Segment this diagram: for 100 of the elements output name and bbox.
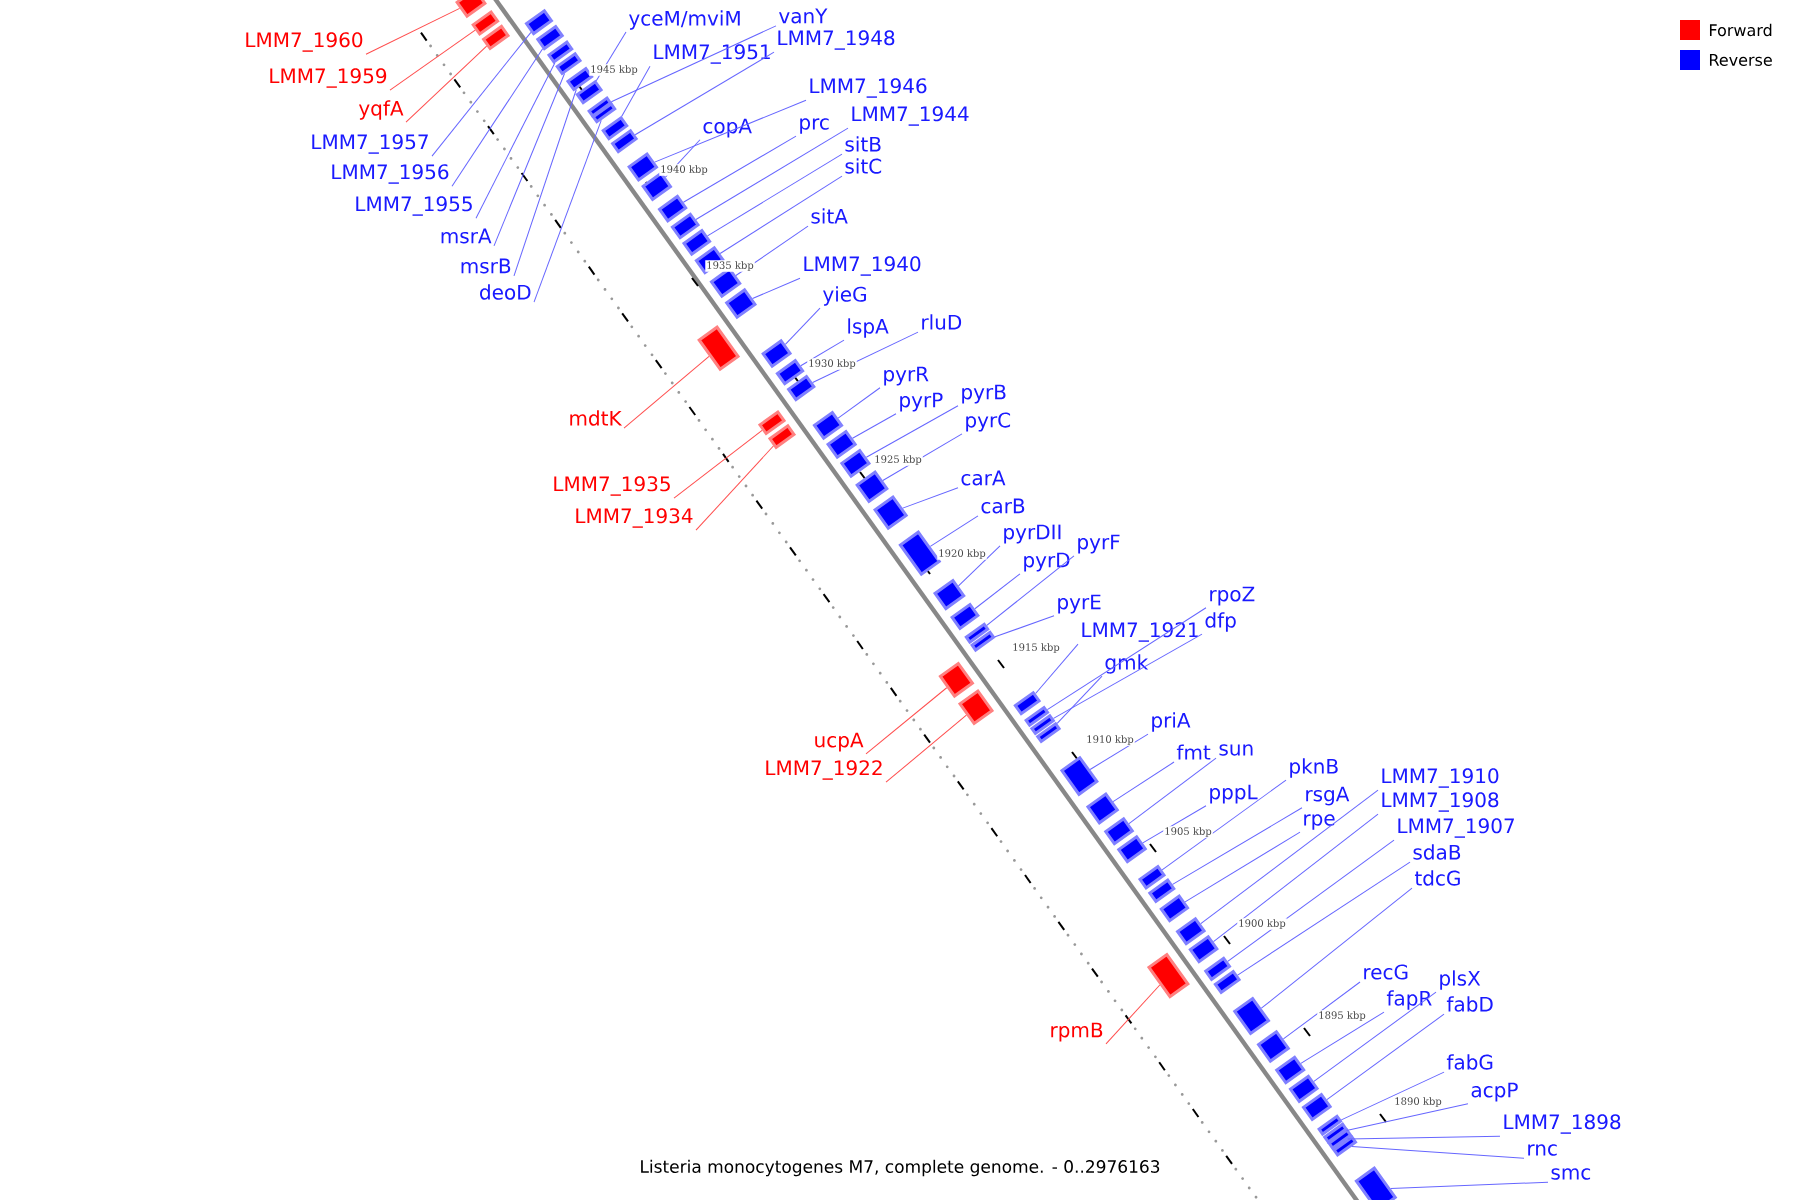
leader-line <box>365 7 461 55</box>
gene-label: pknB <box>1290 758 1338 778</box>
gene-label: plsX <box>1440 970 1481 990</box>
leader-line <box>695 127 849 221</box>
gene-label: LMM7_1948 <box>778 30 895 50</box>
gene-label: LMM7_1922 <box>766 760 882 780</box>
gene-label: rpoZ <box>1210 586 1255 606</box>
leader-line <box>623 355 710 429</box>
gene-label: msrB <box>461 258 511 274</box>
leader-line <box>752 277 801 300</box>
leader-line <box>1184 831 1301 903</box>
leader-line <box>1237 861 1411 976</box>
gene-label: dfp <box>1205 612 1236 632</box>
gene-label: pyrF <box>1078 534 1120 554</box>
leader-line <box>533 119 602 303</box>
gene-block <box>1274 1055 1306 1085</box>
gene-label: smc <box>1551 1168 1591 1180</box>
gene-label: pyrB <box>962 384 1006 404</box>
gene-label: sun <box>1219 744 1253 756</box>
leader-line <box>902 487 959 509</box>
leader-line <box>1112 761 1175 803</box>
gene-label: fapR <box>1386 990 1432 1010</box>
leader-line <box>852 413 897 439</box>
leader-line <box>695 445 774 531</box>
leader-line <box>1089 733 1149 770</box>
gene-label: carA <box>961 470 1006 486</box>
leader-line <box>994 615 1055 638</box>
leader-line <box>1128 757 1217 825</box>
gene-label: LMM7_1946 <box>810 78 927 98</box>
leader-line <box>513 89 577 277</box>
leader-line <box>1300 1011 1385 1064</box>
leader-line <box>475 62 556 219</box>
leader-line <box>929 515 979 547</box>
leader-line <box>837 387 881 419</box>
leader-line <box>1046 607 1207 711</box>
leader-line <box>784 307 821 345</box>
leader-line <box>1105 984 1161 1045</box>
gene-label: ucpA <box>815 732 864 752</box>
leader-line <box>986 555 1075 626</box>
gene-label: carB <box>981 498 1025 514</box>
gene-label: LMM7_1934 <box>576 508 693 528</box>
gene-label: LMM7_1907 <box>1398 818 1514 838</box>
gene-label: pyrD <box>1024 552 1070 572</box>
legend-label: Forward <box>1710 23 1772 37</box>
gene-block <box>932 578 966 611</box>
leader-line <box>1200 789 1379 925</box>
leader-line <box>1260 887 1413 1009</box>
gene-label: rpmB <box>1051 1022 1103 1042</box>
gene-label: rsgA <box>1306 786 1350 806</box>
gene-label: LMM7_1935 <box>554 476 670 496</box>
leader-line <box>1172 807 1303 885</box>
gene-label: LMM7_1910 <box>1382 768 1499 788</box>
leader-line <box>1347 1135 1501 1140</box>
leader-line <box>719 175 843 254</box>
gene-label: LMM7_1944 <box>852 106 969 126</box>
gene-label: tdcG <box>1414 870 1460 886</box>
leader-line <box>682 135 797 203</box>
gene-label: fabG <box>1446 1054 1493 1070</box>
gene-block <box>591 101 617 124</box>
gene-label: LMM7_1960 <box>246 32 363 52</box>
gene-label: fmt <box>1176 744 1211 760</box>
gene-label: yieG <box>823 286 866 306</box>
gene-block <box>775 358 805 386</box>
leader-line <box>958 545 1001 587</box>
gene-label: LMM7_1957 <box>312 134 428 154</box>
gene-label: fabD <box>1446 996 1493 1012</box>
gene-label: rpe <box>1304 814 1335 830</box>
gene-label: LMM7_1940 <box>804 256 921 276</box>
gene-label: sdaB <box>1413 844 1461 860</box>
leader-line <box>431 31 532 157</box>
leader-line <box>1346 1103 1469 1132</box>
gene-label: pppL <box>1210 784 1258 804</box>
leader-line <box>1213 813 1379 943</box>
gene-label: pyrP <box>900 392 943 412</box>
gene-block <box>601 115 629 141</box>
leader-line <box>389 29 476 91</box>
leader-line <box>885 714 967 783</box>
gene-label: rluD <box>922 314 962 330</box>
gene-label: vanY <box>779 8 828 24</box>
gene-label: pyrR <box>884 366 929 386</box>
gene-label: sitA <box>811 208 848 224</box>
leader-line <box>1313 991 1437 1082</box>
gene-block <box>657 194 688 223</box>
leader-line <box>621 65 651 117</box>
leader-line <box>1340 1071 1445 1121</box>
legend-label: Reverse <box>1710 54 1772 66</box>
gene-label: acpP <box>1471 1082 1518 1102</box>
leader-line <box>865 687 948 755</box>
gene-label: sitB <box>845 136 881 152</box>
gene-label: recG <box>1364 964 1408 980</box>
gene-label: LMM7_1898 <box>1504 1114 1621 1134</box>
leader-line <box>1142 805 1207 844</box>
gene-label: LMM7_1956 <box>332 164 449 184</box>
leader-line <box>405 45 488 123</box>
gene-label: LMM7_1959 <box>270 68 387 88</box>
leader-line <box>707 153 843 237</box>
gene-label: pyrC <box>966 412 1011 432</box>
leader-line <box>1227 839 1395 962</box>
leader-line <box>1326 1013 1445 1101</box>
leader-line <box>1351 1146 1525 1159</box>
